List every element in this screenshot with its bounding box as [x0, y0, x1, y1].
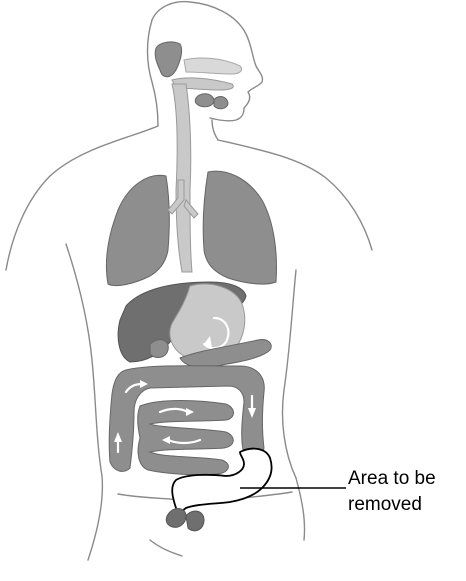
salivary-glands [155, 42, 241, 109]
left-lung [106, 175, 169, 285]
small-intestine [138, 401, 234, 475]
rectum [166, 509, 204, 531]
annotation-line-2: removed [348, 492, 436, 518]
annotation-line-1: Area to be [348, 466, 436, 492]
annotation-label: Area to be removed [348, 466, 436, 518]
right-lung [203, 171, 276, 284]
esophagus [172, 84, 192, 272]
